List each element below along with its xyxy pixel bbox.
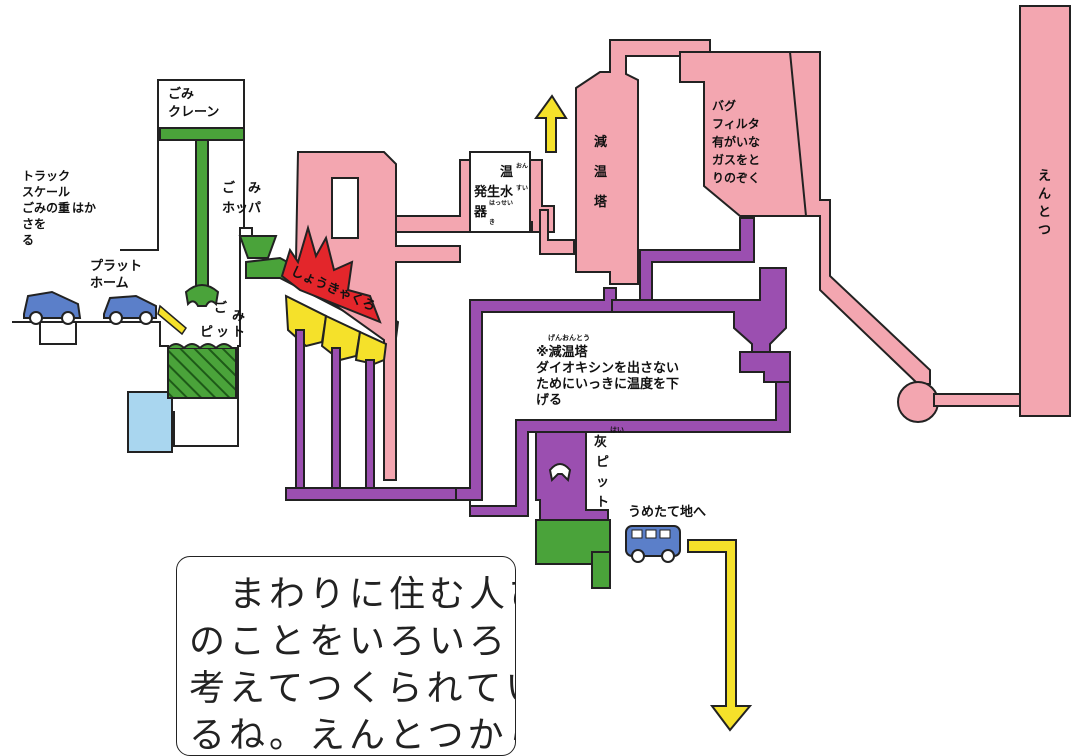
pit-1: ご xyxy=(214,300,228,316)
furi-hw-2: すい xyxy=(516,184,528,192)
ash-2: ピ xyxy=(596,455,609,470)
pit-4: ッ xyxy=(216,325,229,340)
label-platform: プラット ホーム xyxy=(90,259,142,291)
ash-4: ト xyxy=(596,495,609,510)
note-line-1: まわりに住む人びと xyxy=(229,574,515,615)
ash-hopper-3 xyxy=(354,330,388,366)
label-cooling-note: ※減温塔 ダイオキシンを出さない ためにいっきに温度を下 げる xyxy=(536,344,679,408)
ash-pit-green-lower xyxy=(591,551,611,589)
note-2: ダイオキシンを出さない xyxy=(536,360,679,376)
platform-wall xyxy=(120,80,159,251)
hot-water-generator xyxy=(469,151,531,233)
note-line-4: るね。えんとつから xyxy=(189,715,516,756)
bf-1: バグ xyxy=(712,98,736,113)
hw-1: 温 xyxy=(500,165,513,180)
ch-1: え xyxy=(1038,169,1051,184)
crane-grab xyxy=(184,284,220,307)
bf-3: 有がいな xyxy=(712,134,760,149)
garbage-truck-1 xyxy=(23,290,82,325)
truck-scale-5: はか xyxy=(72,201,96,215)
hw-4: 器 xyxy=(473,205,488,220)
label-chimney: え ん と つ xyxy=(1038,169,1051,238)
furi-hw-4: き xyxy=(489,218,495,226)
label-truck-scale: トラック スケール ごみの重 さを はか る xyxy=(22,169,96,247)
hw-2: 水 xyxy=(500,184,514,200)
truck-scale-3: ごみの重 xyxy=(22,200,70,215)
ct-2: 温 xyxy=(594,165,607,180)
landfill-truck xyxy=(625,525,681,563)
label-hot-water-generator: 温 水 発生 器 xyxy=(473,165,514,220)
garbage-drop-arrow xyxy=(157,304,187,336)
hopper-1: ご み xyxy=(222,180,261,196)
ash-conveyor-system xyxy=(285,217,791,521)
crane-label-2: クレーン xyxy=(168,105,219,120)
label-cooling-tower: 減 温 塔 xyxy=(594,134,608,210)
exhaust-up-arrow xyxy=(534,94,568,153)
ground-line xyxy=(12,321,161,346)
duct-to-chimney xyxy=(788,51,931,385)
pit-5: ト xyxy=(232,325,245,340)
crane-housing xyxy=(157,79,245,131)
garbage-truck-2 xyxy=(103,294,157,325)
label-gomi-crane: ごみ クレーン xyxy=(168,86,219,120)
hw-3: 発生 xyxy=(473,184,500,200)
pit-3: ピ xyxy=(200,325,213,340)
fan-to-chimney xyxy=(933,393,1021,407)
water-tank xyxy=(127,391,173,453)
note-box: まわりに住む人びと のことをいろいろ 考えてつくられてい るね。えんとつから xyxy=(176,556,516,756)
note-line-3: 考えてつくられてい xyxy=(189,668,516,709)
ash-hopper-1 xyxy=(284,294,328,348)
platform-1: プラット xyxy=(90,259,142,274)
furigana-hot-water: おん すい はっせい き xyxy=(489,163,528,226)
pit-2: み xyxy=(232,309,245,324)
label-gomi-hopper: ご み ホッパ xyxy=(222,180,261,216)
bf-5: りのぞく xyxy=(712,171,760,185)
incineration-plant-diagram: ごみ クレーン トラック スケール ごみの重 さを はか る プラット ホーム … xyxy=(12,5,1071,732)
ash-3: ッ xyxy=(596,475,609,490)
label-to-landfill: うめたて地へ xyxy=(628,504,706,520)
ct-1: 減 xyxy=(594,134,607,150)
hopper-2: ホッパ xyxy=(222,201,261,216)
incinerator-flames xyxy=(280,224,382,324)
platform-2: ホーム xyxy=(90,276,129,291)
crane-cable xyxy=(195,139,209,291)
furi-hw-1: おん xyxy=(516,163,528,170)
garbage-pit-fill xyxy=(167,347,237,399)
ash-crane-grab xyxy=(548,463,572,483)
truck-scale-6: る xyxy=(22,233,34,247)
note-1: ※減温塔 xyxy=(536,344,589,360)
pit-outline xyxy=(159,227,253,447)
duct-to-cooling-tower xyxy=(539,209,575,255)
ch-2: ん xyxy=(1038,187,1051,202)
bf-2: フィルタ xyxy=(712,117,760,131)
chimney xyxy=(1019,5,1071,417)
pit-garbage-top xyxy=(167,343,236,350)
bag-filter xyxy=(679,51,811,217)
furigana-cooling: げんおんとう xyxy=(548,333,590,342)
ch-4: つ xyxy=(1038,223,1051,238)
ch-3: と xyxy=(1038,205,1051,220)
truck-scale-4: さを xyxy=(22,217,46,231)
note-4: げる xyxy=(536,392,562,408)
base-block xyxy=(39,321,77,345)
diagram-canvas: ごみ クレーン トラック スケール ごみの重 さを はか る プラット ホーム … xyxy=(12,5,1071,732)
label-bag-filter: バグ フィルタ 有がいな ガスをと りのぞく xyxy=(712,98,760,185)
induced-fan xyxy=(897,381,939,423)
bf-4: ガスをと xyxy=(712,152,760,167)
cooling-tower xyxy=(575,39,711,285)
crane-label-1: ごみ xyxy=(168,86,194,102)
furigana-ash: はい xyxy=(610,426,624,434)
label-gomi-pit: ご み ピ ッ ト xyxy=(200,300,245,340)
gomi-hopper xyxy=(238,235,278,259)
furi-hw-3: はっせい xyxy=(489,200,513,207)
ct-3: 塔 xyxy=(594,194,608,210)
note-line-2: のことをいろいろ xyxy=(189,621,510,662)
note-3: ためにいっきに温度を下 xyxy=(536,376,679,392)
label-ash-pit: 灰 ピ ッ ト xyxy=(594,434,609,510)
ash-1: 灰 xyxy=(594,434,607,450)
truck-scale-1: トラック xyxy=(22,169,70,183)
landfill-down-arrow xyxy=(687,539,753,732)
truck-scale-2: スケール xyxy=(22,185,70,199)
crane-rail xyxy=(159,127,245,141)
